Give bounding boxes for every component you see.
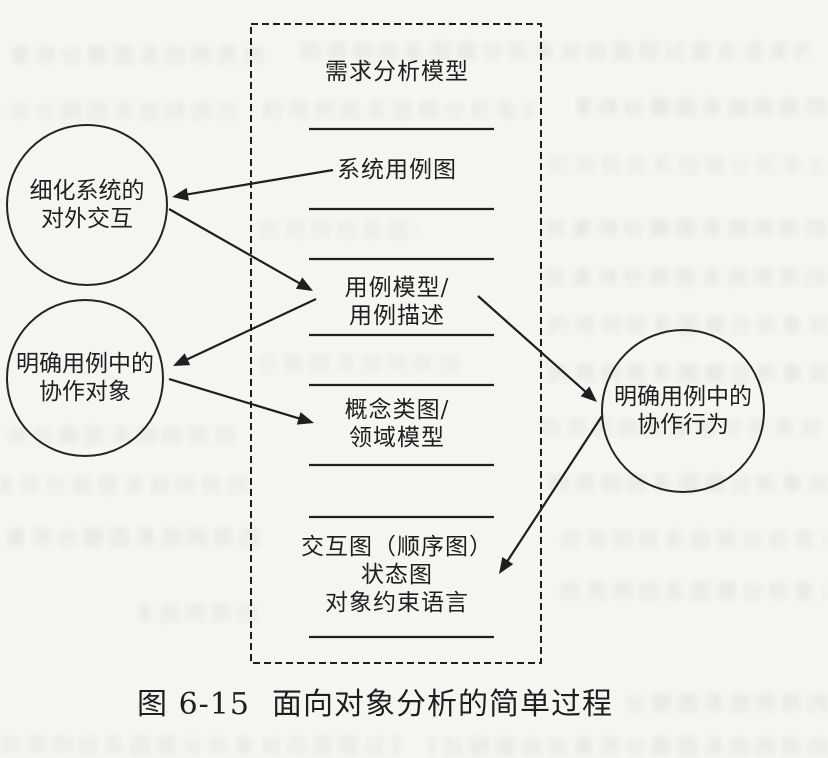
arrow-usecasediagram-to-circle1 — [184, 168, 334, 196]
box-item-dynamic-models: 交互图（顺序图） 状态图 对象约束语言 — [252, 533, 542, 617]
figure-caption: 图 6-15 面向对象分析的简单过程 — [0, 686, 750, 724]
circle-identify-collaboration-objects: 明确用例中的 协作对象 — [6, 299, 164, 457]
circle-label: 细化系统的 — [29, 178, 145, 204]
dashed-frame — [250, 23, 542, 664]
circle-label: 协作对象 — [39, 379, 131, 405]
arrow-circle2-to-conceptmodel — [168, 377, 302, 421]
box-item-label: 对象约束语言 — [325, 590, 469, 616]
arrow-usecasemodel-to-circle2 — [184, 298, 317, 362]
box-item-usecase-model-description: 用例模型/ 用例描述 — [252, 274, 542, 330]
box-item-system-usecase-diagram: 系统用例图 — [252, 156, 542, 184]
box-item-label: 交互图（顺序图） — [301, 534, 493, 560]
box-item-label: 系统用例图 — [337, 157, 457, 183]
circle-refine-external-interaction: 细化系统的 对外交互 — [6, 124, 168, 286]
circle-identify-collaboration-behavior: 明确用例中的 协作行为 — [601, 329, 765, 493]
box-item-label: 需求分析模型 — [325, 59, 469, 85]
box-item-label: 用例模型/ — [344, 275, 450, 301]
arrow-usecasedesc-to-circle3 — [477, 295, 589, 395]
box-item-label: 用例描述 — [349, 303, 445, 329]
box-item-requirements-analysis-model: 需求分析模型 — [252, 58, 542, 86]
circle-label: 对外交互 — [41, 206, 133, 232]
circle-label: 明确用例中的 — [16, 351, 154, 377]
figure-title: 面向对象分析的简单过程 — [271, 687, 613, 722]
arrow-circle2-to-conceptmodel-arrowhead-icon — [296, 412, 314, 425]
arrow-circle3-to-interaction-arrowhead-icon — [499, 557, 514, 574]
box-item-concept-class-domain-model: 概念类图/ 领域模型 — [252, 396, 542, 452]
circle-label: 协作行为 — [637, 412, 729, 438]
arrow-usecasediagram-to-circle1-arrowhead-icon — [172, 187, 189, 201]
box-item-label: 概念类图/ — [344, 397, 450, 423]
arrow-usecasemodel-to-circle2-arrowhead-icon — [173, 353, 191, 366]
figure-number: 图 6-15 — [137, 687, 250, 722]
box-item-label: 领域模型 — [349, 425, 445, 451]
arrow-circle1-to-usecasemodel — [168, 208, 303, 286]
arrow-circle1-to-usecasemodel-arrowhead-icon — [295, 277, 313, 291]
circle-label: 明确用例中的 — [614, 384, 752, 410]
arrow-circle3-to-interaction — [505, 415, 603, 564]
box-item-label: 状态图 — [361, 562, 433, 588]
arrow-usecasedesc-to-circle3-arrowhead-icon — [580, 386, 597, 402]
